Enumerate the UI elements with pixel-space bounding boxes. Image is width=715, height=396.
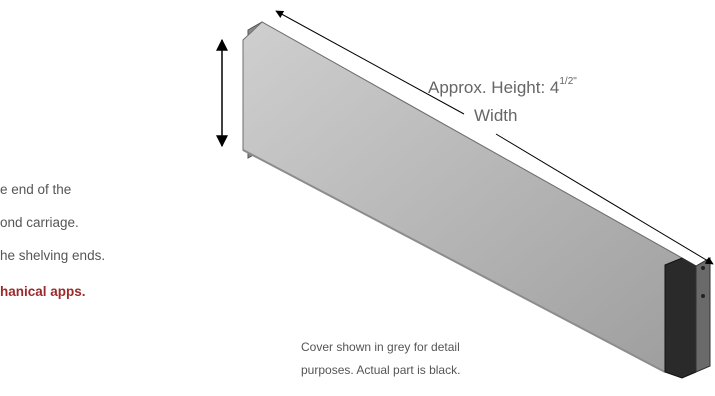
part-bottom-edge bbox=[242, 149, 666, 373]
description-line-3: he shelving ends. bbox=[0, 248, 106, 263]
width-dimension-arrow-start bbox=[275, 10, 465, 115]
end-cap bbox=[664, 257, 711, 379]
width-dimension-arrow-end bbox=[495, 133, 714, 265]
diagram-caption: Cover shown in grey for detail purposes.… bbox=[301, 336, 551, 382]
description-line-1: e end of the bbox=[0, 182, 72, 197]
height-label-text: Approx. Height: 4 bbox=[428, 78, 560, 97]
description-line-2: ond carriage. bbox=[0, 215, 79, 230]
caption-line-1: Cover shown in grey for detail bbox=[301, 340, 460, 354]
caption-line-2: purposes. Actual part is black. bbox=[301, 363, 461, 377]
width-dimension-label: Width bbox=[474, 106, 518, 125]
part-front-face bbox=[242, 21, 683, 373]
height-dimension-label: Approx. Height: 41/2" bbox=[428, 76, 577, 98]
description-line-4: hanical apps. bbox=[0, 284, 86, 299]
height-fraction: 1/2" bbox=[559, 76, 577, 88]
